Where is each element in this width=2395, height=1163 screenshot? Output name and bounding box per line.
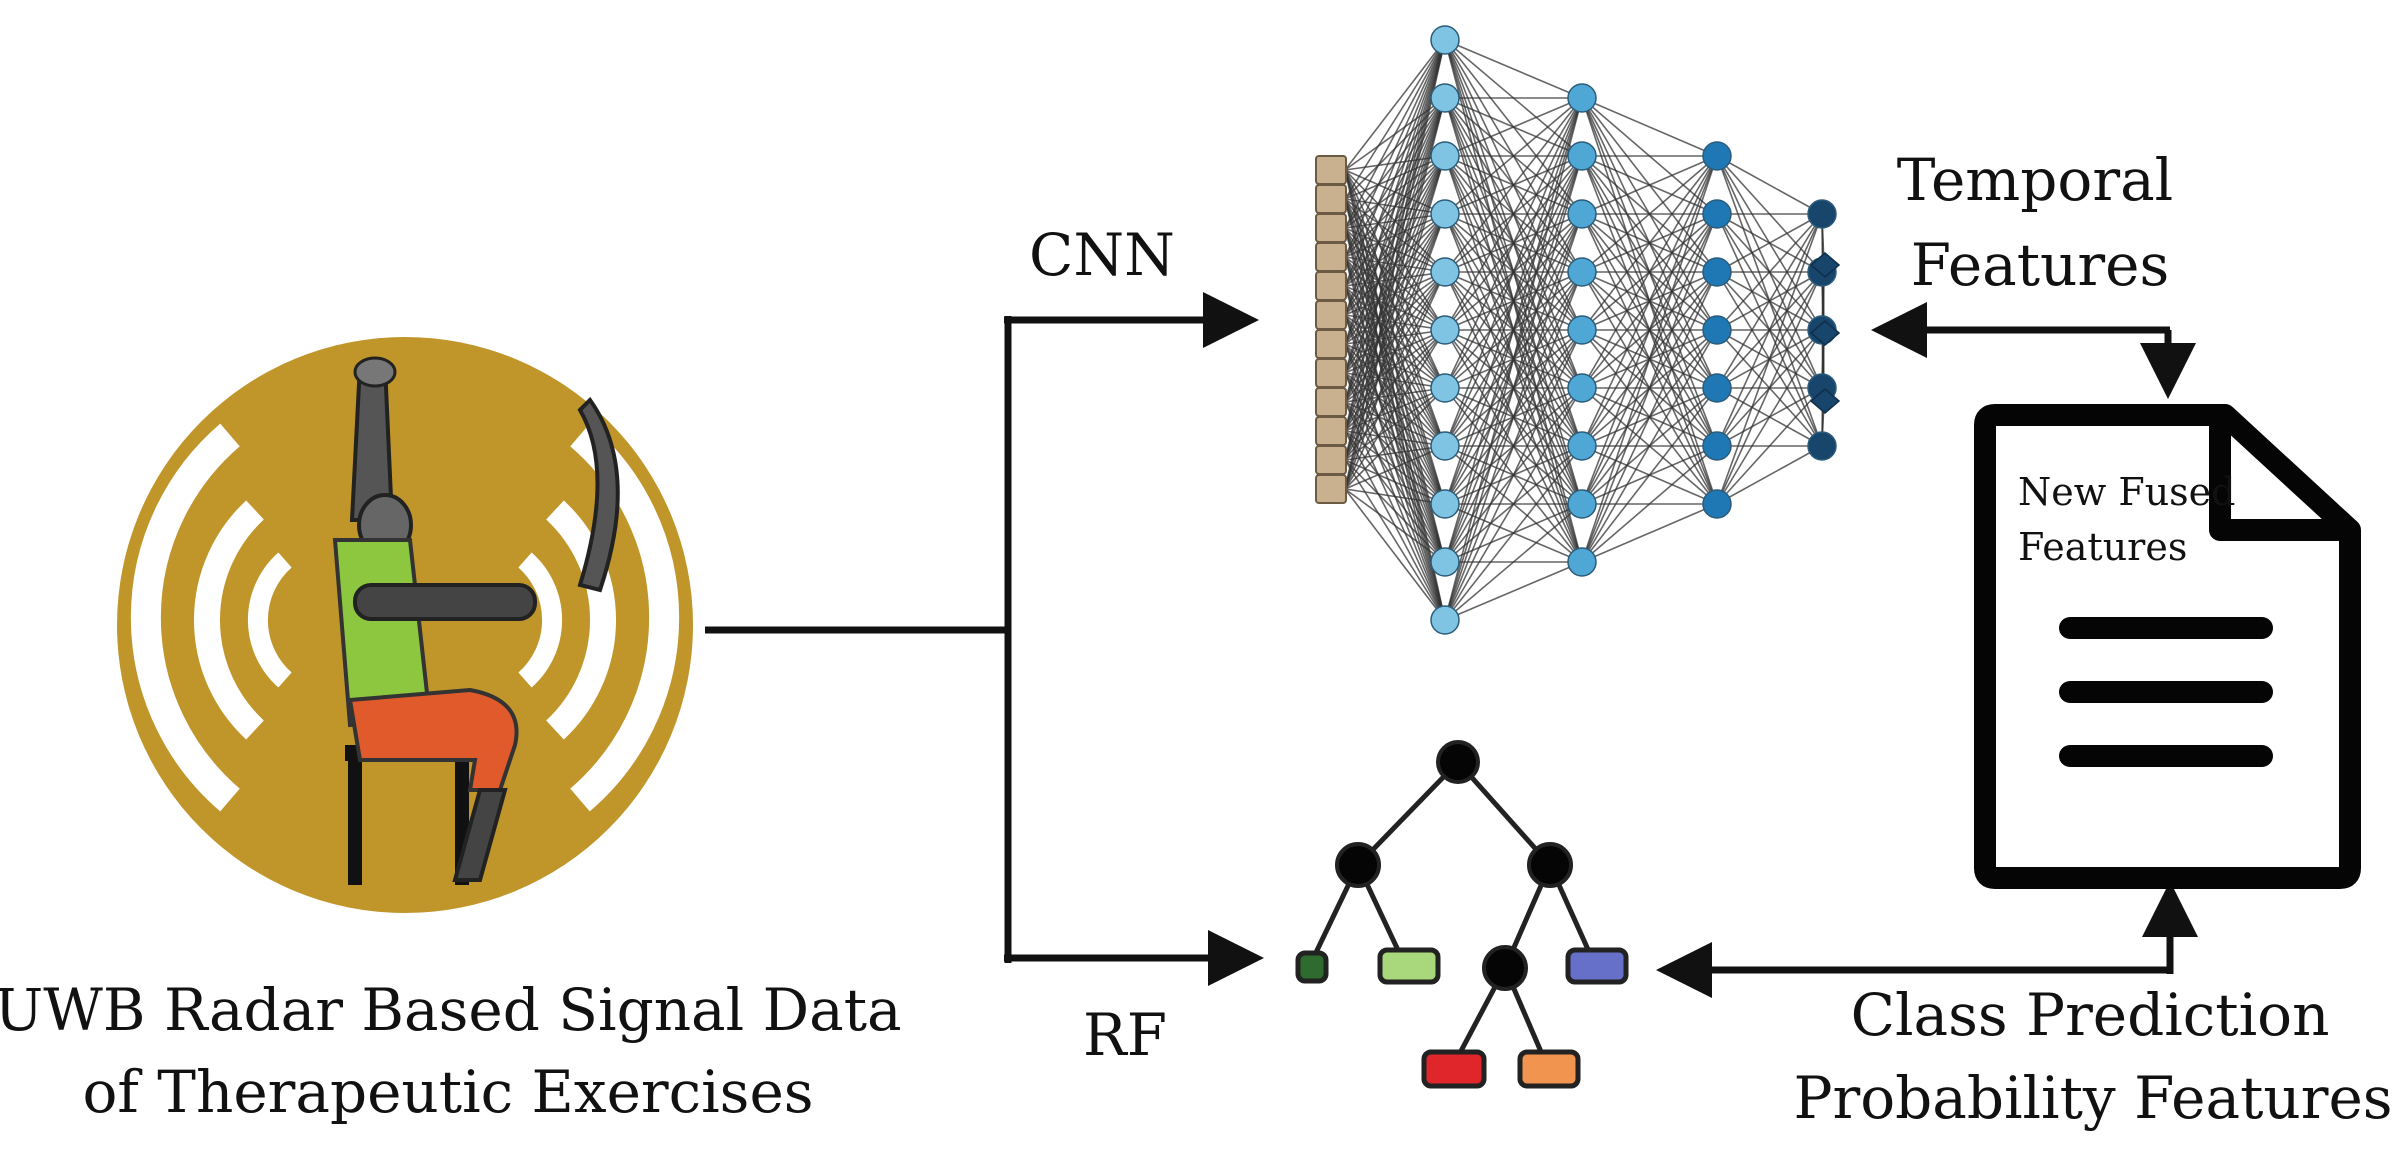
- radar-exercise-person-icon: [117, 337, 693, 913]
- nn-neuron: [1702, 489, 1732, 519]
- nn-output-node: [1809, 320, 1841, 346]
- nn-neuron: [1567, 431, 1597, 461]
- nn-input-cell: [1315, 445, 1347, 475]
- nn-input-cell: [1315, 184, 1347, 214]
- nn-neuron: [1702, 199, 1732, 229]
- nn-neuron: [1430, 83, 1460, 113]
- nn-input-cell: [1315, 300, 1347, 330]
- nn-connections: [1344, 39, 1825, 621]
- nn-neuron: [1702, 141, 1732, 171]
- rf-label: RF: [1083, 1001, 1167, 1069]
- nn-output-node: [1809, 388, 1841, 414]
- nn-neuron: [1430, 315, 1460, 345]
- nn-neuron: [1567, 257, 1597, 287]
- nn-input-cell: [1315, 271, 1347, 301]
- fusion-label-line2: Features: [2018, 525, 2187, 569]
- nn-neuron: [1430, 199, 1460, 229]
- nn-neuron: [1567, 373, 1597, 403]
- exercising-person: [332, 356, 620, 885]
- nn-neuron: [1430, 547, 1460, 577]
- input-caption-line1: UWB Radar Based Signal Data: [0, 976, 902, 1044]
- nn-neuron: [1702, 431, 1732, 461]
- nn-input-cell: [1315, 416, 1347, 446]
- cnn-to-fusion-arrow: [1871, 302, 2196, 399]
- nn-neuron: [1430, 141, 1460, 171]
- nn-neuron: [1430, 257, 1460, 287]
- cnn-label: CNN: [1029, 221, 1175, 289]
- nn-neuron: [1702, 257, 1732, 287]
- nn-input-cell: [1315, 155, 1347, 185]
- decision-tree-icon: [1295, 740, 1629, 1089]
- nn-neuron: [1430, 25, 1460, 55]
- cnn-output-label-line1: Temporal: [1897, 146, 2173, 214]
- tree-leaf-node: [1565, 947, 1629, 985]
- nn-neuron: [1430, 605, 1460, 635]
- nn-input-cell: [1315, 242, 1347, 272]
- nn-neuron: [1567, 141, 1597, 171]
- tree-internal-node: [1335, 842, 1381, 888]
- tree-leaf-node: [1421, 1049, 1487, 1089]
- tree-root-node: [1436, 740, 1480, 784]
- nn-neuron: [1567, 315, 1597, 345]
- nn-output-node: [1809, 252, 1841, 278]
- nn-input-cell: [1315, 387, 1347, 417]
- nn-input-cell: [1315, 329, 1347, 359]
- radar-waves-right: [518, 423, 680, 812]
- tree-leaf-node: [1517, 1049, 1581, 1089]
- nn-input-cell: [1315, 213, 1347, 243]
- branch-connectors: [705, 292, 1264, 986]
- input-caption-line2: of Therapeutic Exercises: [82, 1058, 813, 1126]
- nn-input-cell: [1315, 358, 1347, 388]
- cnn-output-label-line2: Features: [1911, 231, 2169, 299]
- fusion-label-line1: New Fused: [2018, 470, 2236, 514]
- nn-neuron: [1807, 431, 1837, 461]
- tree-leaf-node: [1295, 950, 1329, 984]
- neural-network-icon: [1315, 25, 1841, 635]
- document-icon: [1974, 404, 2361, 889]
- rf-to-fusion-arrow: [1656, 881, 2198, 998]
- nn-neuron: [1807, 199, 1837, 229]
- nn-neuron: [1430, 489, 1460, 519]
- rf-output-label-line1: Class Prediction: [1851, 981, 2330, 1049]
- tree-internal-node: [1527, 842, 1573, 888]
- nn-neuron: [1702, 315, 1732, 345]
- nn-input-cell: [1315, 474, 1347, 504]
- rf-output-label-line2: Probability Features: [1793, 1064, 2392, 1132]
- tree-leaf-node: [1377, 947, 1441, 985]
- tree-internal-node: [1482, 945, 1528, 991]
- nn-neuron: [1430, 431, 1460, 461]
- nn-neuron: [1567, 547, 1597, 577]
- nn-neuron: [1567, 83, 1597, 113]
- nn-neuron: [1567, 199, 1597, 229]
- radar-waves-left: [130, 423, 292, 812]
- nn-neuron: [1567, 489, 1597, 519]
- nn-neuron: [1430, 373, 1460, 403]
- nn-neuron: [1702, 373, 1732, 403]
